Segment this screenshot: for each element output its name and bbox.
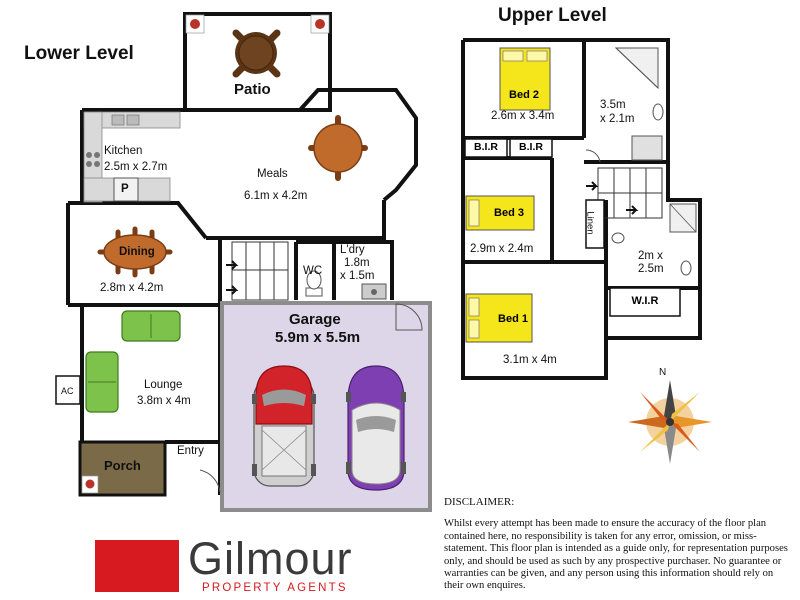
room-name-garage: Garage	[289, 311, 341, 328]
compass-north-label: N	[659, 367, 667, 378]
bir-right-box	[509, 138, 553, 158]
linen-cupboard	[585, 199, 605, 249]
room-size-bathroom-line1: 3.5m	[600, 99, 626, 111]
porch-area	[78, 440, 167, 497]
wir-box	[609, 287, 681, 317]
ac-label: AC	[61, 386, 74, 396]
disclaimer-body: Whilst every attempt has been made to en…	[444, 518, 788, 592]
patio-table-icon	[232, 29, 281, 78]
purple-car-icon	[346, 365, 406, 491]
room-name-lounge: Lounge	[144, 379, 183, 391]
lower-stairs	[226, 241, 289, 301]
brand-logo-mark	[95, 540, 179, 592]
brand-name: Gilmour	[188, 533, 353, 584]
room-size-dining: 2.8m x 4.2m	[100, 282, 164, 294]
room-name-linen: Linen	[584, 211, 596, 235]
laundry-tub-icon	[361, 283, 387, 300]
room-size-ensuite-line2: 2.5m	[638, 263, 664, 275]
bed2-icon	[499, 47, 551, 111]
patio-area	[183, 12, 332, 112]
compass-rose-icon	[628, 380, 712, 464]
upper-level-walls	[461, 38, 702, 380]
upper-level-heading: Upper Level	[498, 5, 607, 26]
ac-unit	[55, 375, 81, 405]
room-name-dining: Dining	[119, 246, 155, 258]
room-size-bathroom-line2: x 2.1m	[600, 113, 635, 125]
room-name-bir-left: B.I.R	[474, 141, 498, 153]
lounge-sofa-icon	[85, 310, 181, 413]
room-name-bed1: Bed 1	[498, 313, 528, 325]
bir-left-box	[464, 138, 508, 158]
room-name-wir: W.I.R	[631, 295, 659, 307]
bed3-icon	[465, 195, 535, 231]
room-size-laundry-line1: 1.8m	[344, 257, 370, 269]
disclaimer: DISCLAIMER: Whilst every attempt has bee…	[444, 496, 788, 593]
room-name-patio: Patio	[234, 81, 271, 98]
room-name-pantry: P	[121, 183, 129, 195]
upper-stairs	[586, 167, 663, 219]
room-size-laundry-line2: x 1.5m	[340, 270, 375, 282]
room-name-wc: WC	[303, 265, 323, 277]
ensuite-fixtures	[611, 203, 697, 276]
room-size-ensuite-line1: 2m x	[638, 250, 663, 262]
red-car-icon	[252, 365, 316, 487]
disclaimer-heading: DISCLAIMER:	[444, 496, 515, 508]
upper-bathroom-fixtures	[585, 47, 664, 163]
meals-table-icon	[308, 115, 368, 181]
room-name-porch: Porch	[104, 458, 141, 473]
room-size-bed2: 2.6m x 3.4m	[491, 110, 555, 122]
wc-toilet-icon	[305, 270, 323, 297]
room-size-bed1: 3.1m x 4m	[503, 354, 557, 366]
room-name-bed2: Bed 2	[509, 89, 539, 101]
room-name-laundry: L'dry	[340, 244, 365, 256]
room-size-garage: 5.9m x 5.5m	[275, 329, 361, 346]
brand-tagline: PROPERTY AGENTS	[202, 582, 348, 594]
room-name-bir-right: B.I.R	[519, 141, 543, 153]
room-size-bed3: 2.9m x 2.4m	[470, 243, 534, 255]
room-size-meals: 6.1m x 4.2m	[244, 190, 308, 202]
entry-door	[199, 469, 221, 493]
room-name-entry: Entry	[177, 445, 204, 457]
room-size-kitchen: 2.5m x 2.7m	[104, 161, 168, 173]
room-name-kitchen: Kitchen	[104, 145, 143, 157]
room-name-meals: Meals	[257, 168, 288, 180]
lower-level-heading: Lower Level	[24, 43, 134, 64]
kitchen-area	[83, 111, 181, 203]
room-size-lounge: 3.8m x 4m	[137, 395, 191, 407]
dining-table-icon	[97, 226, 173, 278]
bed1-icon	[465, 293, 533, 343]
room-name-bed3: Bed 3	[494, 207, 524, 219]
